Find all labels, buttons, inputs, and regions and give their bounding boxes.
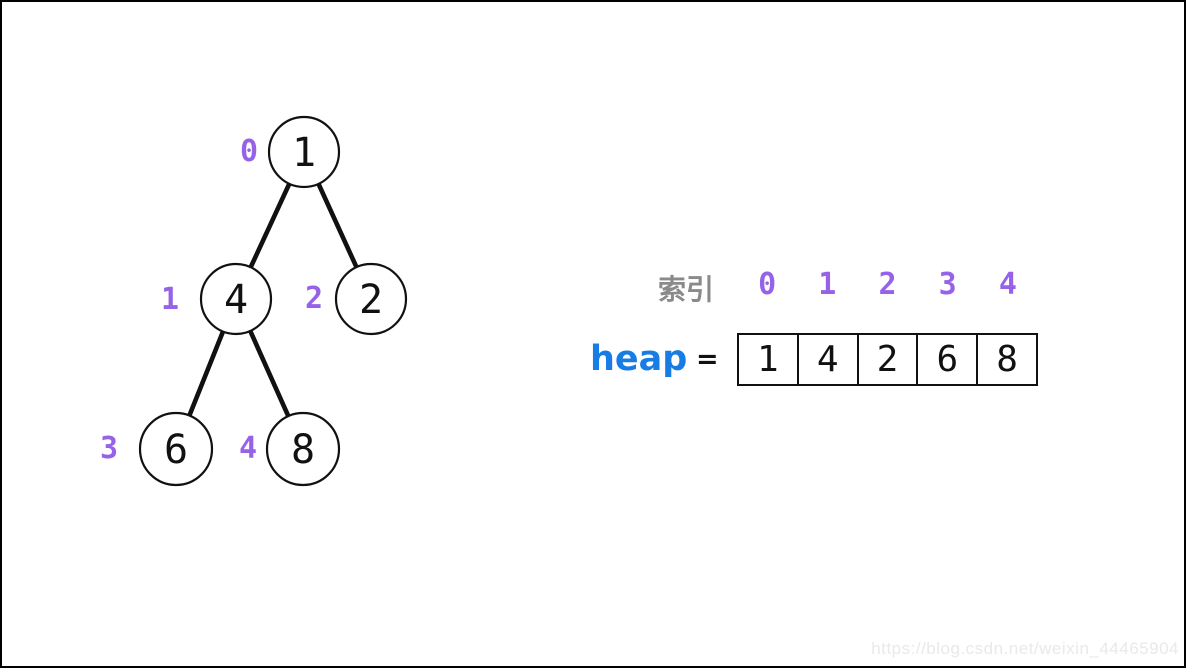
csdn-watermark: https://blog.csdn.net/weixin_44465904 — [871, 639, 1179, 658]
tree-node-value: 1 — [292, 130, 316, 176]
index-row: 0 1 2 3 4 — [737, 268, 1038, 302]
heap-array-cell: 6 — [916, 333, 979, 386]
index-number: 0 — [758, 267, 777, 302]
heap-array-cell: 4 — [796, 333, 859, 386]
tree-node-value: 6 — [164, 427, 188, 473]
tree-node-index: 2 — [305, 281, 323, 316]
heap-array-cell: 8 — [976, 333, 1038, 386]
heap-variable-label: heap — [590, 339, 688, 379]
tree-node-index: 4 — [239, 431, 257, 466]
index-number: 1 — [818, 267, 837, 302]
tree-node-value: 8 — [291, 427, 315, 473]
tree-node-circle — [138, 411, 214, 487]
index-number: 4 — [998, 267, 1017, 302]
index-header-label: 索引 — [657, 273, 714, 306]
tree-node-circle — [265, 411, 341, 487]
index-number: 2 — [878, 267, 897, 302]
tree-node-value: 4 — [224, 277, 248, 323]
tree-node-index: 0 — [240, 134, 258, 169]
binary-tree-figure: 1 4 2 6 8 0 1 2 3 4 — [100, 115, 408, 487]
tree-node-circle — [199, 262, 273, 336]
tree-node-index: 3 — [100, 431, 118, 466]
tree-node-value: 2 — [359, 277, 383, 323]
heap-array-cell: 2 — [856, 333, 919, 386]
equals-sign: = — [696, 344, 719, 375]
tree-node-circle — [267, 115, 341, 189]
heap-array-table: 1 4 2 6 8 — [737, 333, 1038, 386]
index-number: 3 — [938, 267, 957, 302]
tree-node-index: 1 — [161, 282, 179, 317]
heap-array-cell: 1 — [737, 333, 799, 386]
tree-node-circle — [334, 262, 408, 336]
